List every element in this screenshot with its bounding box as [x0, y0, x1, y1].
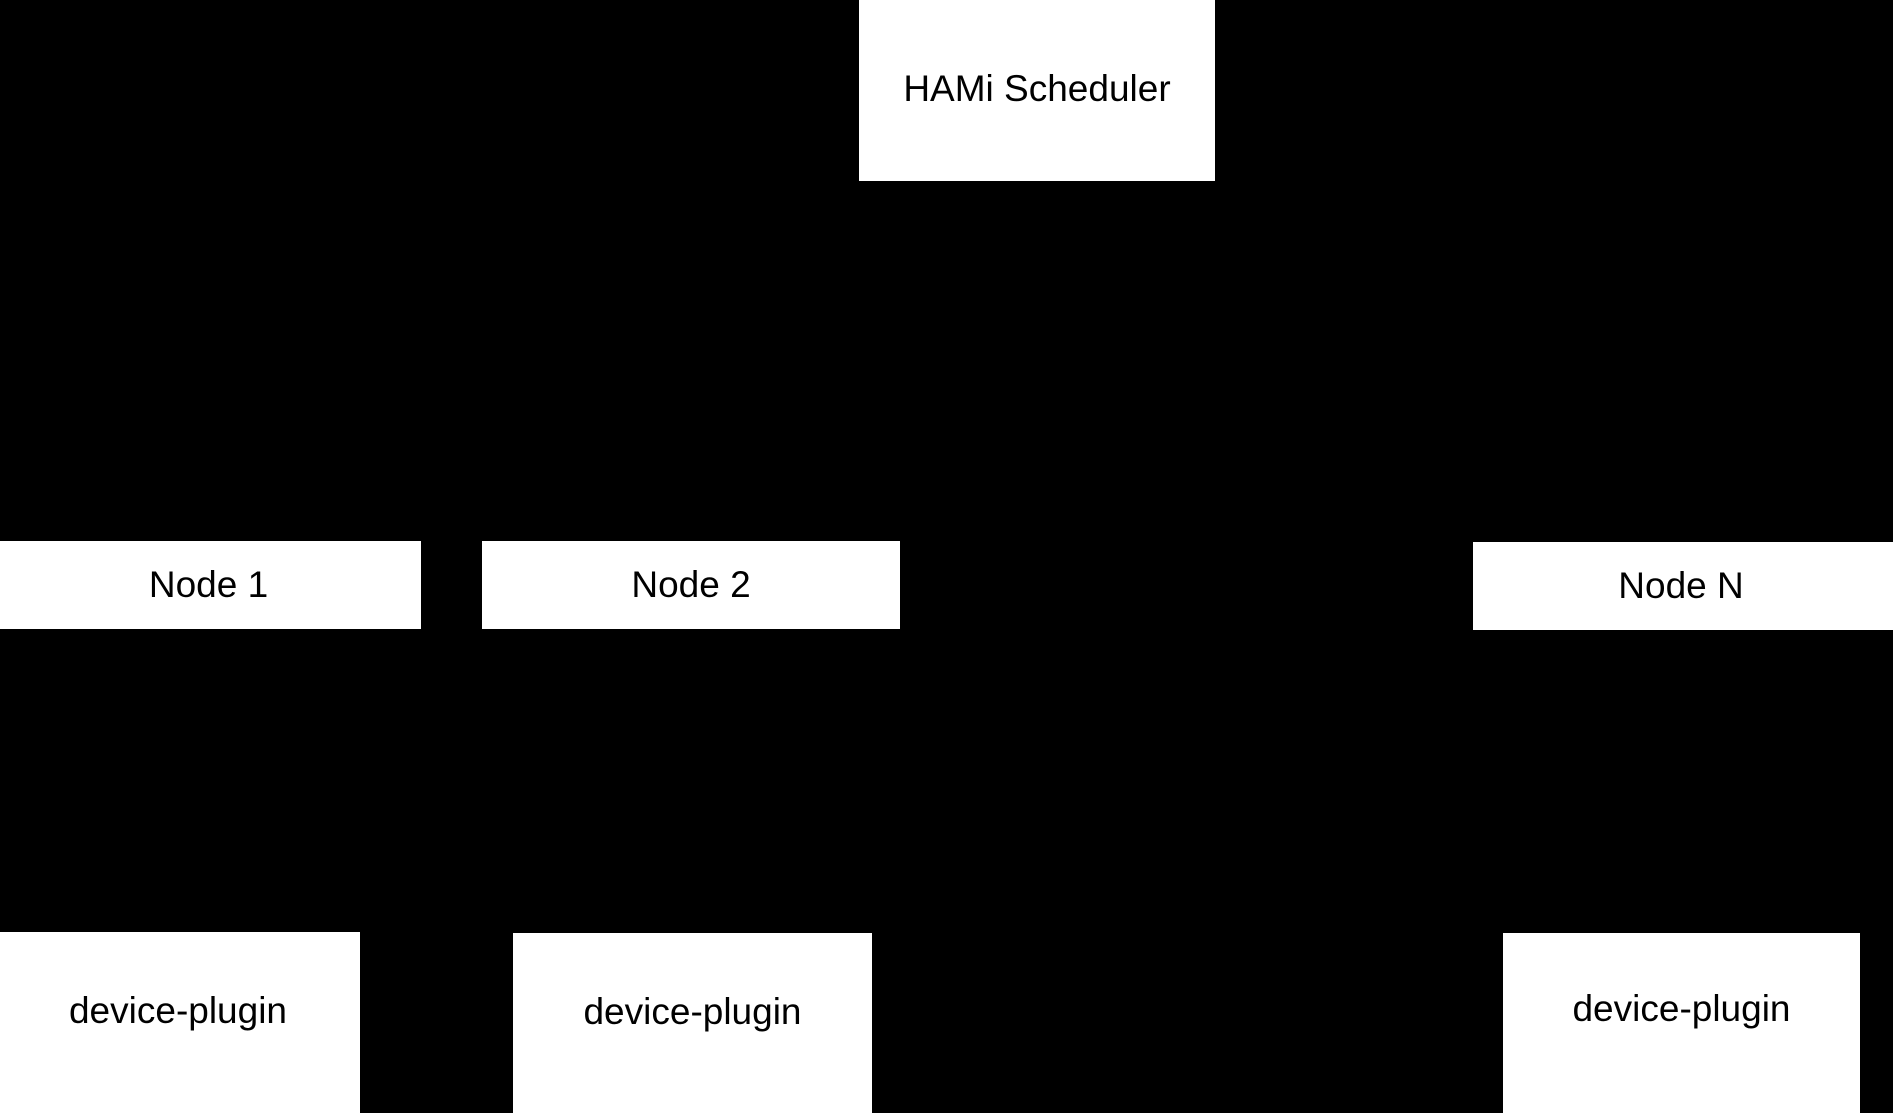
device-plugin-label-3: device-plugin — [1572, 988, 1791, 1030]
node-label-node-1: Node 1 — [148, 563, 269, 605]
device-plugin-label-1: device-plugin — [68, 990, 288, 1032]
device-plugin-box-1[interactable]: device-plugin — [0, 932, 360, 1113]
node-box-node-n[interactable]: Node N — [1473, 542, 1893, 630]
device-plugin-label-2: device-plugin — [583, 990, 802, 1032]
node-label-node-n: Node N — [1618, 564, 1744, 606]
device-plugin-box-2[interactable]: device-plugin — [513, 933, 872, 1113]
node-box-node-2[interactable]: Node 2 — [482, 541, 900, 629]
scheduler-node-label: HAMi Scheduler — [903, 68, 1171, 110]
node-box-node-1[interactable]: Node 1 — [0, 541, 421, 629]
device-plugin-box-3[interactable]: device-plugin — [1503, 933, 1860, 1113]
scheduler-node-box[interactable]: HAMi Scheduler — [859, 0, 1215, 181]
node-label-node-2: Node 2 — [631, 563, 751, 605]
